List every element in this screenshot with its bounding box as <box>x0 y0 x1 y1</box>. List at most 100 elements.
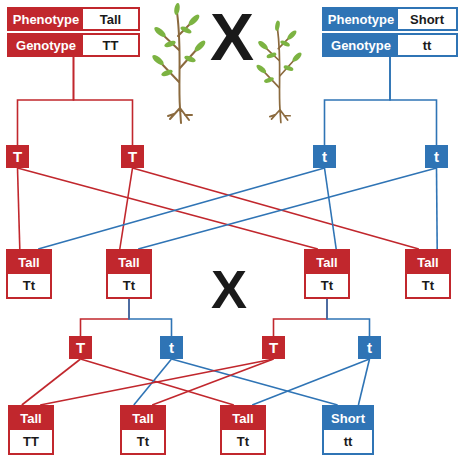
gamete-box: t <box>425 145 448 168</box>
cross-symbol: X <box>210 4 254 70</box>
parent-trait-box: Genotypett <box>322 33 458 57</box>
offspring-box: TallTt <box>405 249 451 299</box>
trait-value: TT <box>83 35 138 55</box>
allele-label: T <box>262 336 285 359</box>
allele-label: t <box>425 145 448 168</box>
plant-leaf <box>193 39 207 53</box>
plant-leaf <box>173 3 180 16</box>
plant-leaves <box>255 20 303 84</box>
gamete-box: T <box>262 336 285 359</box>
offspring-box: TallTt <box>106 249 152 299</box>
gamete-box: t <box>358 336 381 359</box>
genotype-label: TT <box>10 430 52 453</box>
plant-branch <box>263 71 279 88</box>
inheritance-line <box>138 168 436 249</box>
parent-trait-box: PhenotypeTall <box>7 7 140 31</box>
plant-leaf <box>183 55 196 64</box>
gamete-box: T <box>69 336 92 359</box>
inheritance-line <box>274 299 328 336</box>
phenotype-label: Tall <box>306 251 348 274</box>
genotype-label: Tt <box>122 430 164 453</box>
plant-leaf <box>179 25 192 35</box>
allele-label: T <box>6 145 29 168</box>
plant-leaf <box>280 39 291 47</box>
phenotype-label: Tall <box>122 407 164 430</box>
plant-leaf <box>263 76 274 84</box>
plant-leaf <box>153 25 168 39</box>
plant-stem <box>277 28 280 110</box>
offspring-box: TallTt <box>120 405 166 455</box>
plant-leaf <box>160 69 173 78</box>
phenotype-label: Short <box>324 407 372 430</box>
plant-illustration <box>255 20 303 122</box>
plant-leaf <box>151 53 166 67</box>
plant-roots <box>270 110 290 123</box>
inheritance-line <box>390 57 437 145</box>
gamete-box: t <box>160 336 183 359</box>
inheritance-line <box>358 359 369 405</box>
plant-leaf <box>286 29 298 41</box>
inheritance-line <box>74 57 133 145</box>
inheritance-line <box>18 57 74 145</box>
plant-leaves <box>151 3 207 78</box>
inheritance-line <box>120 168 133 249</box>
phenotype-label: Tall <box>222 407 264 430</box>
allele-label: T <box>69 336 92 359</box>
trait-value: Tall <box>83 9 138 29</box>
phenotype-label: Tall <box>10 407 52 430</box>
offspring-box: TallTT <box>8 405 54 455</box>
plant-stem <box>263 28 295 122</box>
plant-leaf <box>255 63 267 75</box>
allele-label: T <box>121 145 144 168</box>
genotype-label: Tt <box>8 274 50 297</box>
cross-symbol: X <box>211 262 247 316</box>
plant-leaf <box>291 51 303 63</box>
inheritance-line <box>325 57 391 145</box>
trait-heading: Genotype <box>9 35 83 55</box>
trait-heading: Phenotype <box>9 9 83 29</box>
plant-leaf <box>266 52 277 60</box>
inheritance-line <box>18 168 20 249</box>
genotype-label: Tt <box>306 274 348 297</box>
inheritance-line <box>252 359 369 405</box>
gamete-box: T <box>121 145 144 168</box>
parent-trait-box: PhenotypeShort <box>322 7 458 31</box>
genotype-label: Tt <box>108 274 150 297</box>
allele-label: t <box>160 336 183 359</box>
trait-value: tt <box>398 35 456 55</box>
phenotype-label: Tall <box>108 251 150 274</box>
gamete-box: T <box>6 145 29 168</box>
trait-heading: Genotype <box>324 35 398 55</box>
gamete-box: t <box>313 145 336 168</box>
plant-illustration <box>151 3 207 123</box>
inheritance-line <box>152 359 273 405</box>
plant-leaf <box>274 20 280 31</box>
genotype-label: Tt <box>407 274 449 297</box>
allele-label: t <box>313 145 336 168</box>
plant-stem <box>177 12 180 108</box>
offspring-box: TallTt <box>6 249 52 299</box>
plant-leaf <box>187 13 201 27</box>
inheritance-line <box>40 359 273 405</box>
phenotype-label: Tall <box>407 251 449 274</box>
plant-leaf <box>283 64 294 72</box>
plant-roots <box>168 108 192 123</box>
inheritance-line <box>325 168 337 249</box>
offspring-box: Shorttt <box>322 405 374 455</box>
allele-label: t <box>358 336 381 359</box>
parent-trait-box: GenotypeTT <box>7 33 140 57</box>
trait-heading: Phenotype <box>324 9 398 29</box>
trait-value: Short <box>398 9 456 29</box>
genotype-label: tt <box>324 430 372 453</box>
plant-stem <box>160 12 198 123</box>
inheritance-line <box>129 299 172 336</box>
inheritance-line <box>134 359 172 405</box>
phenotype-label: Tall <box>8 251 50 274</box>
plant-branch <box>160 62 179 82</box>
offspring-box: TallTt <box>220 405 266 455</box>
offspring-box: TallTt <box>304 249 350 299</box>
inheritance-line <box>81 299 130 336</box>
inheritance-line <box>133 168 419 249</box>
inheritance-line <box>327 299 370 336</box>
